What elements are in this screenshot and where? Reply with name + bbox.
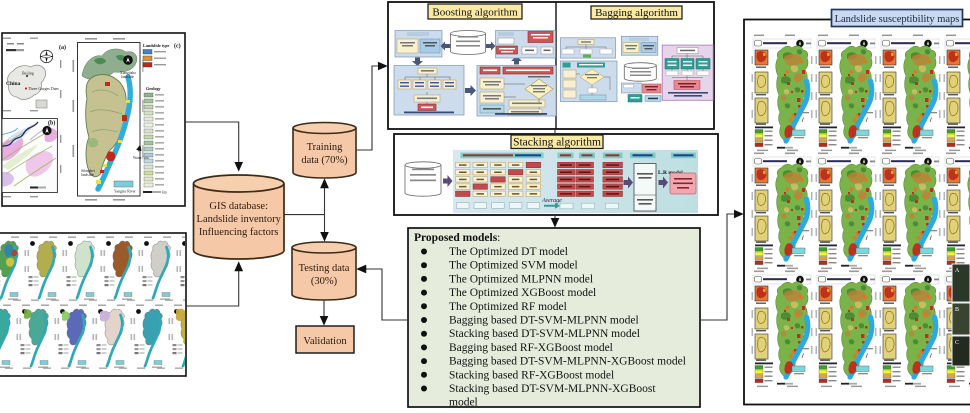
svg-text:(c): (c) [174, 43, 181, 50]
svg-text:(b): (b) [48, 120, 55, 127]
svg-text:Bagging algorithm: Bagging algorithm [595, 7, 678, 19]
svg-text:A: A [955, 268, 960, 274]
svg-text:km: km [162, 191, 167, 195]
svg-text:GIS database:: GIS database: [209, 201, 268, 212]
svg-text:Validation: Validation [303, 336, 347, 347]
svg-text:Bagging based DT-SVM-MLPNN mod: Bagging based DT-SVM-MLPNN model [449, 315, 639, 327]
svg-text:Average: Average [541, 198, 562, 204]
svg-text:The Optimized SVM model: The Optimized SVM model [449, 260, 578, 272]
svg-text:Training: Training [307, 142, 344, 153]
svg-text:Yangtze River: Yangtze River [114, 190, 136, 194]
svg-text:Stacking based DT-SVM-MLPNN mo: Stacking based DT-SVM-MLPNN model [449, 328, 640, 340]
svg-text:model: model [449, 397, 478, 409]
svg-text:(a): (a) [59, 44, 66, 51]
svg-text:landslide: landslide [81, 173, 94, 177]
svg-text:Water flow: Water flow [133, 156, 149, 160]
svg-text:The Optimized XGBoost model: The Optimized XGBoost model [449, 287, 596, 299]
svg-text:B: B [955, 307, 959, 313]
svg-text:Stacking based DT-SVM-MLPNN-XG: Stacking based DT-SVM-MLPNN-XGBoost [449, 383, 656, 395]
svg-text:Geology: Geology [146, 86, 162, 91]
svg-text:Three Gorges Dam: Three Gorges Dam [28, 86, 59, 91]
svg-text:Influencing factors: Influencing factors [199, 227, 279, 238]
svg-text:Stacking algorithm: Stacking algorithm [513, 137, 601, 149]
svg-text:Proposed models:: Proposed models: [414, 232, 500, 244]
svg-text:Landslide type: Landslide type [143, 43, 170, 48]
svg-text:Sifangbei: Sifangbei [81, 169, 95, 173]
svg-text:The Optimized DT model: The Optimized DT model [449, 246, 568, 258]
svg-text:The Optimized MLPNN model: The Optimized MLPNN model [449, 273, 593, 285]
svg-text:Xiangjiaba: Xiangjiaba [120, 71, 136, 75]
svg-text:landslide: landslide [121, 75, 134, 79]
svg-text:Stacking based RF-XGBoost mode: Stacking based RF-XGBoost model [449, 369, 614, 381]
svg-text:Boosting algorithm: Boosting algorithm [432, 7, 518, 19]
svg-text:Bagging based RF-XGBoost model: Bagging based RF-XGBoost model [449, 342, 613, 354]
svg-text:Landslide susceptibility maps: Landslide susceptibility maps [835, 14, 960, 25]
svg-text:Beijing: Beijing [22, 71, 34, 76]
svg-text:Landslide inventory: Landslide inventory [197, 214, 282, 225]
svg-text:data (70%): data (70%) [301, 155, 348, 166]
svg-text:C: C [955, 340, 959, 346]
svg-text:China: China [6, 81, 21, 87]
svg-text:Testing data: Testing data [299, 263, 350, 274]
svg-text:(30%): (30%) [311, 276, 338, 287]
svg-text:Bagging based DT-SVM-MLPNN-XGB: Bagging based DT-SVM-MLPNN-XGBoost model [449, 356, 686, 368]
svg-text:The Optimized RF model: The Optimized RF model [449, 301, 567, 313]
